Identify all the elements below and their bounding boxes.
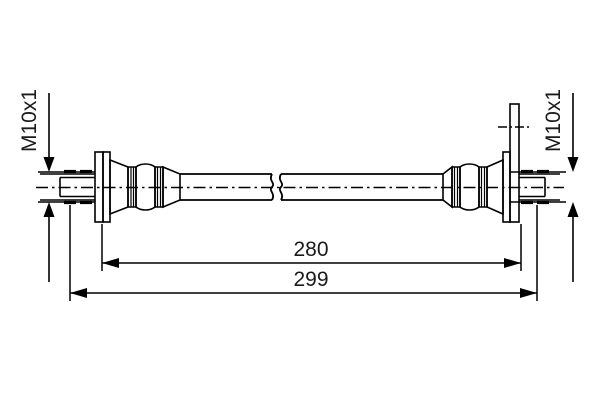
left-thread-callout xyxy=(38,93,95,282)
thread-label-right: M10x1 xyxy=(542,89,565,152)
dimension-280-arrow-right xyxy=(504,258,521,268)
dimension-299-arrow-left xyxy=(70,288,87,298)
right-callout-arrow-down xyxy=(567,157,579,172)
thread-label-left: M10x1 xyxy=(18,89,41,152)
dimension-299-arrow-right xyxy=(520,288,537,298)
dimension-280 xyxy=(101,224,522,271)
left-callout-arrow-down xyxy=(43,157,55,172)
right-callout-arrow-up xyxy=(567,202,579,217)
hose-body-left xyxy=(180,173,272,201)
dimension-280-text: 280 xyxy=(293,238,328,261)
left-callout-arrow-up xyxy=(43,202,55,217)
right-thread-callout xyxy=(510,93,574,282)
dimension-299-text: 299 xyxy=(293,268,328,291)
hose-body-right xyxy=(281,173,443,201)
dimension-299 xyxy=(69,205,538,301)
dimension-280-arrow-left xyxy=(102,258,119,268)
